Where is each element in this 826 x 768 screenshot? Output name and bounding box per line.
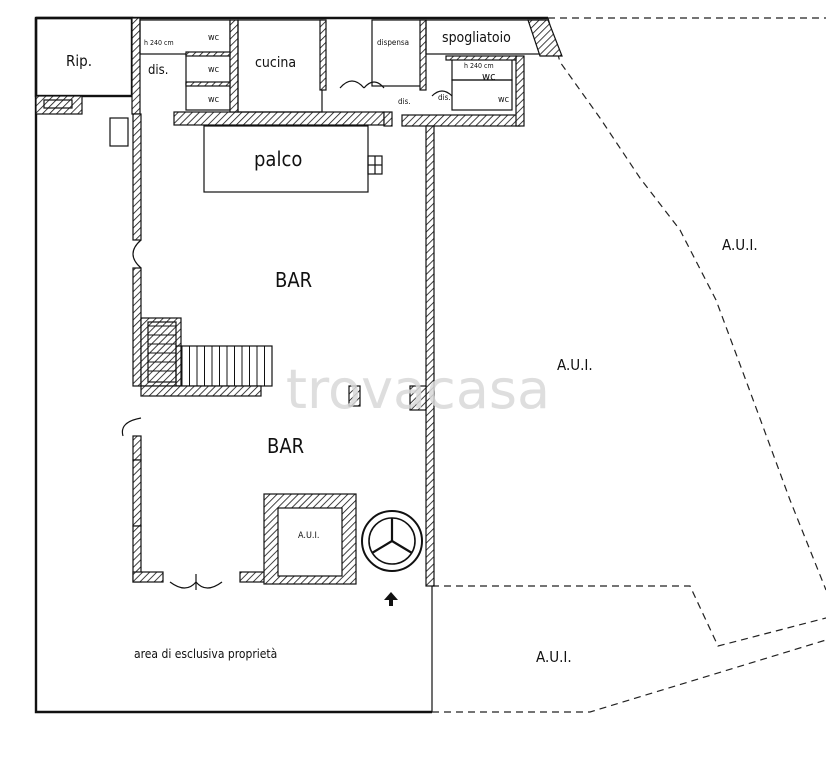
label-wc-1: wc: [208, 33, 219, 43]
label-aui-bottom: A.U.I.: [536, 648, 572, 666]
label-wc-2: wc: [208, 65, 219, 75]
label-rip: Rip.: [66, 52, 92, 70]
label-wc-4: wc: [482, 70, 496, 83]
label-area: area di esclusiva proprietà: [134, 647, 277, 661]
label-aui-small: A.U.I.: [298, 531, 319, 541]
label-bar-lower: BAR: [267, 434, 304, 458]
label-wc-5: wc: [498, 95, 509, 105]
label-dispensa: dispensa: [377, 38, 409, 47]
bar-hall-walls: [109, 113, 435, 590]
tree-symbol-icon: [361, 510, 423, 572]
palco-stage: [203, 125, 383, 193]
label-wc-3: wc: [208, 95, 219, 105]
label-wc-note-2: h 240 cm: [464, 62, 494, 70]
label-wc-note-1: h 240 cm: [144, 39, 174, 47]
label-aui-top-right: A.U.I.: [722, 236, 758, 254]
label-palco: palco: [254, 147, 302, 171]
label-dis-1: dis.: [148, 63, 168, 78]
label-spogliatoio: spogliatoio: [442, 30, 511, 46]
aui-small-room: [263, 493, 357, 585]
aui-dashed-boundaries: [432, 17, 826, 713]
watermark: trovacasa: [286, 358, 550, 421]
label-cucina: cucina: [255, 55, 296, 71]
label-bar-upper: BAR: [275, 268, 312, 292]
service-block: [131, 17, 563, 127]
label-aui-middle: A.U.I.: [557, 356, 593, 374]
entrance-arrow-icon: [384, 592, 398, 606]
staircase: [140, 317, 273, 397]
room-labels: Rip. h 240 cm wc dis. wc wc cucina dispe…: [66, 30, 758, 666]
label-dis-3: dis.: [438, 93, 451, 102]
label-dis-2: dis.: [398, 97, 411, 106]
